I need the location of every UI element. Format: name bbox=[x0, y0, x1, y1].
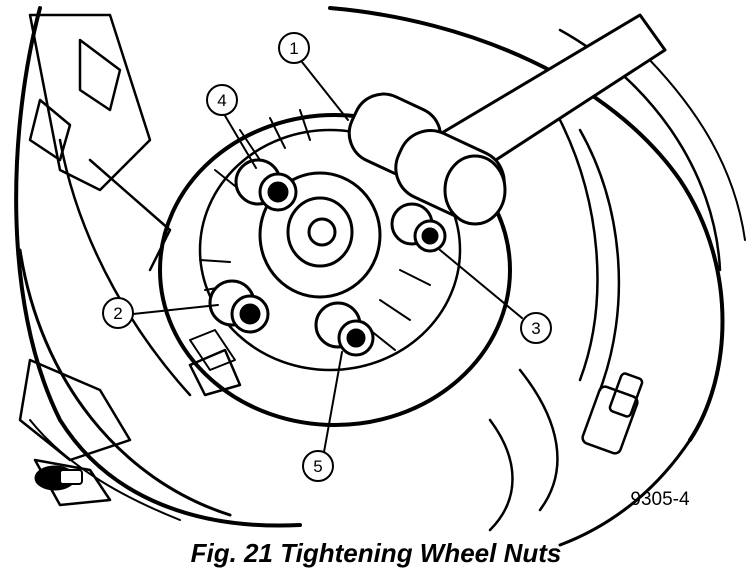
lug-nut-5 bbox=[314, 301, 375, 357]
callout-circle-4 bbox=[206, 84, 238, 116]
figure-code: 9305-4 bbox=[630, 489, 690, 510]
callout-label-2: 2 bbox=[113, 304, 122, 323]
leader-lines bbox=[132, 61, 523, 453]
rim-spokes bbox=[488, 118, 644, 532]
tire-outline bbox=[14, 6, 746, 547]
callout-label-4: 4 bbox=[217, 91, 226, 110]
lug-nut-3 bbox=[390, 202, 447, 253]
callout-label-5: 5 bbox=[313, 457, 322, 476]
callout-circle-3 bbox=[520, 312, 552, 344]
lug-nut-2 bbox=[208, 279, 270, 334]
left-bracket bbox=[18, 13, 172, 507]
lug-nut-4 bbox=[234, 158, 298, 212]
callout-label-3: 3 bbox=[531, 319, 540, 338]
hub-cap-tool bbox=[347, 13, 667, 226]
figure-caption: Fig. 21 Tightening Wheel Nuts bbox=[190, 538, 562, 568]
callout-circle-1 bbox=[278, 32, 310, 64]
callout-circle-2 bbox=[102, 297, 134, 329]
callout-label-1: 1 bbox=[289, 39, 298, 58]
valve-stem bbox=[34, 465, 83, 491]
callout-circle-5 bbox=[302, 450, 334, 482]
